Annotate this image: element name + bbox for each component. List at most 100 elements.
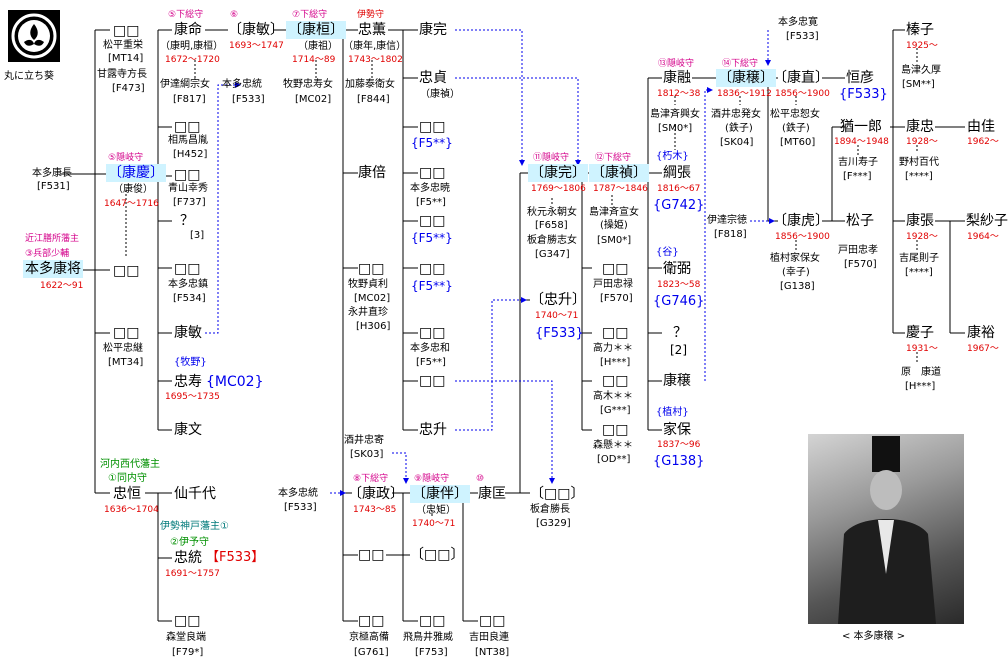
tree-ref: [G138] [780,281,815,292]
tree-title: ⑩ [476,474,485,484]
tree-node: □□ [174,261,201,277]
tree-link[interactable]: {MC02} [206,374,264,390]
tree-node: 衛弼 [663,261,691,277]
tree-node: 家保 [663,422,691,438]
tree-node: 松子 [846,213,874,229]
tree-ref: [2] [670,343,687,357]
tree-node: 忠薫 [358,22,386,38]
tree-date: 1691〜1757 [165,569,220,579]
tree-link[interactable]: {F5**} [411,231,453,245]
tree-ref: [G***] [600,405,631,416]
tree-ref: 本多康長 [32,168,72,179]
tree-title: ③兵部少輔 [25,249,70,259]
tree-node[interactable]: 〔康慶〕 [106,164,166,182]
tree-node: □□ [113,263,140,279]
tree-ref: 戸田忠孝 [838,245,878,256]
tree-ref: [F570] [600,293,633,304]
tree-subname: （康祖） [298,41,338,52]
tree-ref: [SK04] [720,137,754,148]
tree-node: □□ [602,325,629,341]
tree-node: 忠寿 [174,374,202,390]
tree-link[interactable]: {G742} [653,198,705,213]
tree-node: □□ [358,613,385,629]
tree-ref: [H***] [905,381,936,392]
tree-node: 〔康穣〕 [716,69,776,87]
tree-ref: 牧野貞利 [348,279,388,290]
tree-ref: [G761] [354,647,389,658]
tree-node: □□ [602,373,629,389]
tree-title: ①同内守 [108,473,147,484]
tree-link[interactable]: 【F533】 [206,550,265,565]
tree-ref: [MC02] [295,94,332,105]
tree-title: ⑤隠岐守 [108,153,144,163]
tree-ref: [G347] [535,249,570,260]
tree-date: 1962〜 [967,137,999,147]
tree-date: 1714〜89 [292,55,336,65]
tree-ref: [F534] [173,293,206,304]
tree-ref: 野村百代 [899,157,939,168]
tree-node: 忠升 [419,422,447,438]
tree-ref: [3] [190,230,205,241]
tree-ref: 飛鳥井雅威 [403,632,453,643]
tree-ref: 森堂良端 [166,632,206,643]
tree-date: 1837〜96 [657,440,701,450]
tree-title: ⑨隠岐守 [414,474,450,484]
tree-node: 〔康敏〕 [228,22,284,38]
tree-ref: [G329] [536,518,571,529]
tree-ref: 青山幸秀 [168,183,208,194]
tree-date: 1693〜1747 [229,41,284,51]
tree-title: ⑭下総守 [722,59,759,69]
tree-date: 1816〜67 [657,184,701,194]
tree-ref: 加藤泰衛女 [345,79,395,90]
tree-date: 1964〜 [967,232,999,242]
tree-node: □□ [174,119,201,135]
tree-title: ⑤下総守 [168,10,204,20]
tree-date: 1743〜85 [353,505,397,515]
portrait-figure-icon [838,436,936,624]
tree-ref: 本多忠和 [410,343,450,354]
tree-link[interactable]: {F533} [839,87,888,102]
tree-link[interactable]: {G138} [653,454,705,469]
tree-ref: [F533] [232,94,265,105]
tree-ref: 本多忠統 [278,488,318,499]
tree-ref: 酒井忠発女 [711,109,761,120]
tree-ref: [F818] [714,229,747,240]
tree-node: □□ [358,261,385,277]
tree-ref: [OD**] [597,454,631,465]
tree-ref: 高木＊＊ [593,391,633,402]
tree-ref: 本多忠統 [222,79,262,90]
tree-ref: [F533] [284,502,317,513]
tree-date: 1740〜71 [412,519,456,529]
tree-ref: 島津斉宣女 [589,207,639,218]
tree-ref: 板倉勝長 [530,504,570,515]
tree-node: 〔康禎〕 [589,164,649,182]
tree-ref: 永井直珍 [348,307,388,318]
tree-link[interactable]: {F533} [535,326,584,341]
portrait-photo [808,434,964,624]
tree-link[interactable]: {F5**} [411,136,453,150]
domain-label: 近江膳所藩主 [25,234,80,244]
tree-ref: [F79*] [172,647,204,658]
tree-ref: [NT38] [475,647,510,658]
tree-date: 1928〜 [906,137,938,147]
tree-ref: 島津斉興女 [650,109,700,120]
tree-ref: [F817] [173,94,206,105]
tree-link[interactable]: {G746} [653,294,705,309]
tree-subname: （康俊） [113,184,153,195]
tree-title: ⑦下総守 [292,10,328,20]
tree-node: 康完 [419,22,447,38]
tree-ref: [F737] [173,197,206,208]
tree-ref: 伊達綱宗女 [160,79,210,90]
tree-node: □□ [419,165,446,181]
tree-link[interactable]: {F5**} [411,279,453,293]
tree-title: ⑪隠岐守 [533,153,570,163]
tree-title: ⑥ [230,10,239,20]
tree-node: □□ [419,119,446,135]
crest-caption: 丸に立ち葵 [4,71,54,82]
tree-ref: 本多忠暁 [410,183,450,194]
tree-node: 〔康虎〕 [773,213,829,229]
tree-date: 1931〜 [906,344,938,354]
tree-node: 〔康桓〕 [286,21,346,39]
tree-ref: [MT14] [108,53,144,64]
tree-subname: （康明,康桓） [160,41,224,52]
